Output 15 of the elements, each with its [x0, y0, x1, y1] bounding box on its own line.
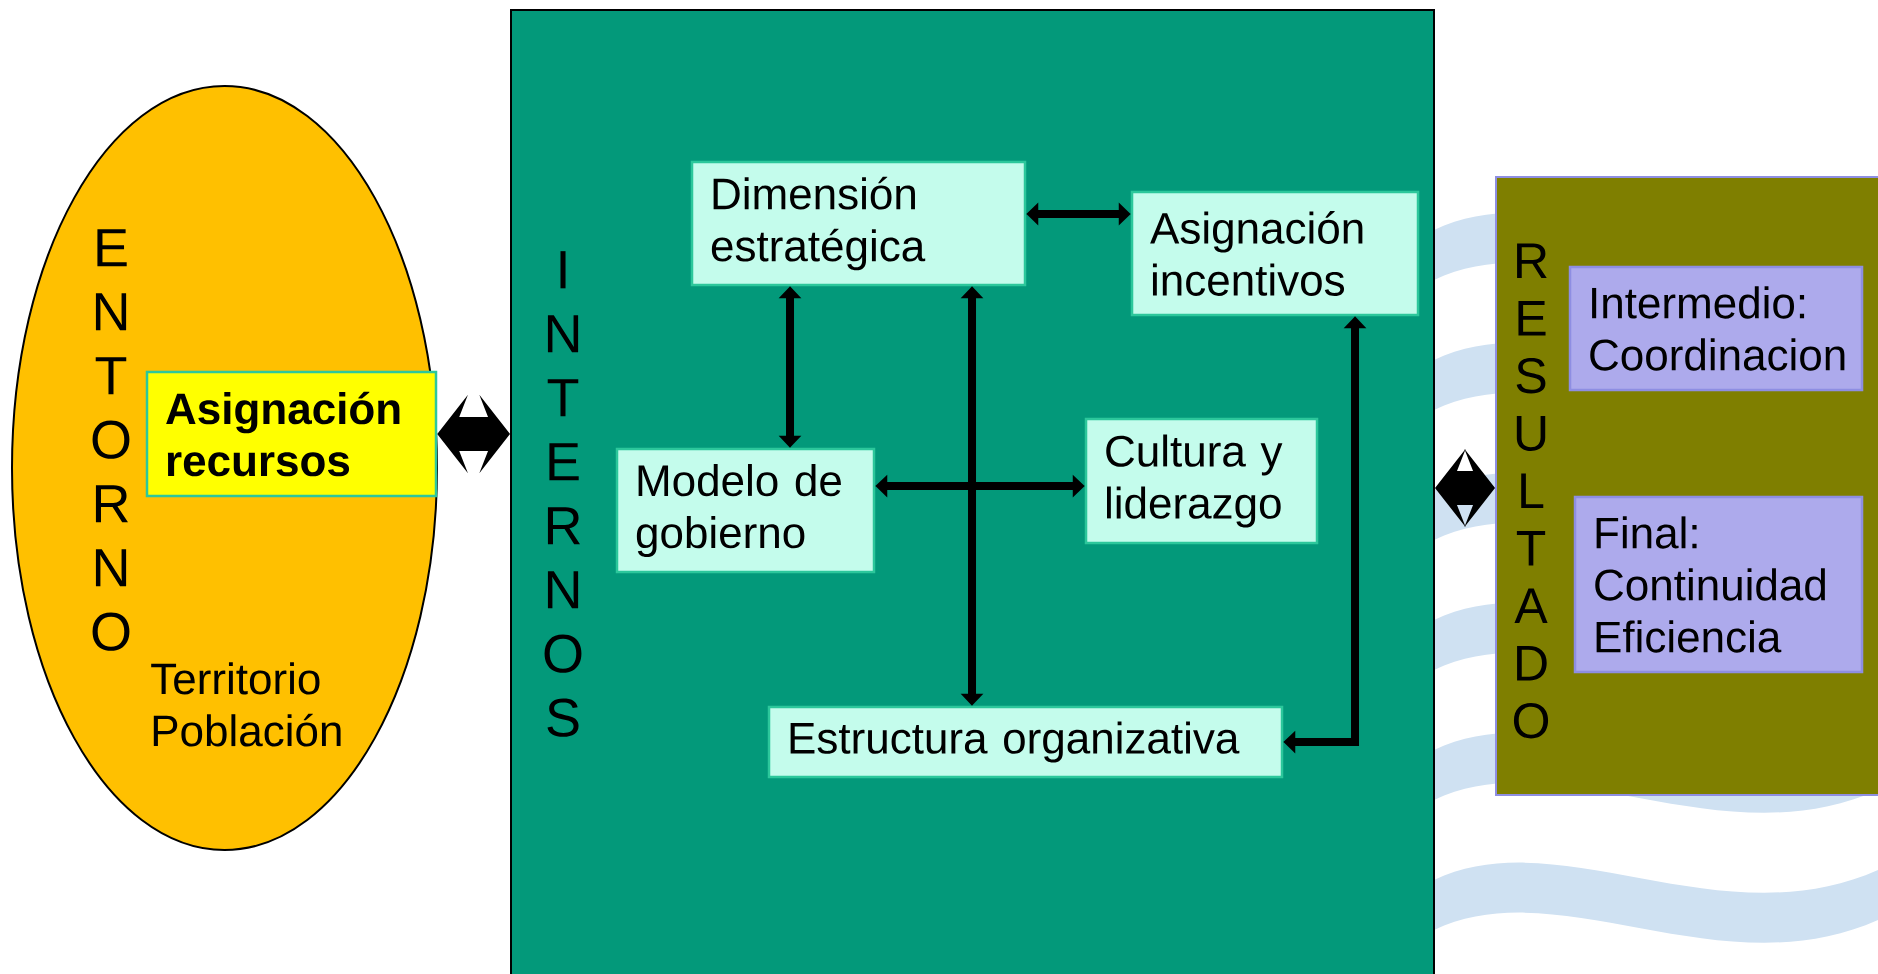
- highlight-box: Asignación recursos: [145, 370, 438, 498]
- result-box: Final: Continuidad Eficiencia: [1573, 495, 1864, 674]
- process-box: Estructura organizativa: [767, 705, 1284, 779]
- vertical-label: R E S U L T A D O: [1513, 243, 1549, 739]
- arrow: [960, 286, 984, 706]
- result-box: Intermedio: Coordinacion: [1568, 265, 1864, 392]
- vertical-label: E N T O R N O: [92, 229, 130, 651]
- arrow: [778, 286, 802, 448]
- arrow: [437, 394, 510, 474]
- process-box: Asignación incentivos: [1130, 190, 1420, 317]
- process-box: Dimensión estratégica: [690, 160, 1027, 287]
- process-box: Cultura y liderazgo: [1084, 417, 1319, 545]
- vertical-label: I N T E R N O S: [544, 251, 582, 737]
- process-box: Modelo de gobierno: [615, 447, 876, 574]
- label: Territorio Población: [151, 662, 341, 747]
